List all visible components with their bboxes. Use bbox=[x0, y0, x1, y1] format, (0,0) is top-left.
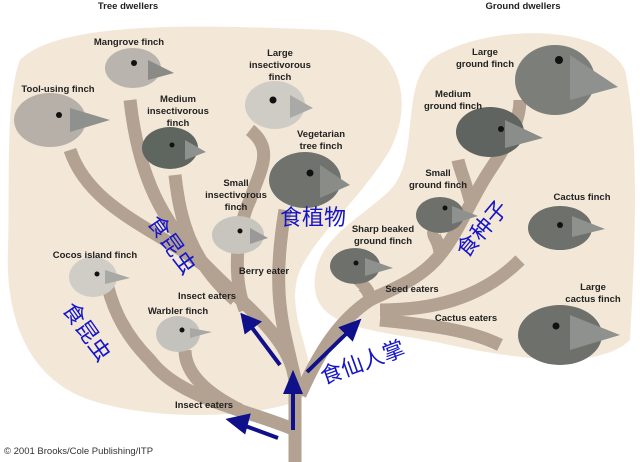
small-insectivorous-finch-head bbox=[212, 216, 268, 254]
label-warbler-finch: Warbler finch bbox=[147, 306, 209, 317]
medium-ground-finch-head bbox=[456, 107, 543, 157]
label-line: Medium bbox=[435, 89, 471, 100]
label-line: Sharp beaked bbox=[351, 224, 415, 235]
label-line: ground finch bbox=[408, 180, 468, 191]
label-line: Small bbox=[223, 178, 249, 189]
copyright-notice: © 2001 Brooks/Cole Publishing/ITP bbox=[4, 446, 154, 457]
label-cocos-island-finch: Cocos island finch bbox=[52, 250, 138, 261]
label-insect-eaters-upper: Insect eaters bbox=[177, 291, 237, 302]
label-line: Large bbox=[580, 282, 606, 293]
large-cactus-finch-head bbox=[518, 305, 620, 365]
label-tool-using-finch: Tool-using finch bbox=[21, 84, 95, 95]
label-line: Medium bbox=[160, 94, 196, 105]
cocos-island-finch-head bbox=[69, 257, 130, 297]
label-line: finch bbox=[224, 202, 248, 213]
tree-dwellers-region bbox=[7, 26, 402, 416]
mangrove-finch-head bbox=[105, 48, 174, 88]
vegetarian-tree-finch-head bbox=[269, 152, 350, 208]
label-mangrove-finch: Mangrove finch bbox=[93, 37, 165, 48]
label-line: insectivorous bbox=[147, 106, 209, 117]
label-line: ground finch bbox=[455, 59, 515, 70]
label-line: Large bbox=[267, 48, 293, 59]
label-line: tree finch bbox=[299, 141, 343, 152]
label-berry-eater: Berry eater bbox=[238, 266, 290, 277]
label-line: Large bbox=[472, 47, 498, 58]
sharp-beaked-ground-finch-head bbox=[330, 248, 393, 284]
label-line: cactus finch bbox=[565, 294, 621, 305]
finch-heads bbox=[14, 45, 620, 365]
ground-dwellers-title: Ground dwellers bbox=[485, 1, 561, 12]
label-insect-eaters-lower: Insect eaters bbox=[174, 400, 234, 411]
label-cactus-finch: Cactus finch bbox=[553, 192, 611, 203]
cactus-finch-head bbox=[528, 206, 605, 250]
tree-dwellers-title: Tree dwellers bbox=[97, 1, 159, 12]
large-insectivorous-finch-head bbox=[245, 81, 313, 129]
label-line: Small bbox=[425, 168, 451, 179]
label-line: insectivorous bbox=[205, 190, 267, 201]
label-line: Vegetarian bbox=[296, 129, 346, 140]
annotation-plants: 食植物 bbox=[280, 206, 347, 231]
small-ground-finch-head bbox=[416, 197, 478, 233]
warbler-finch-head bbox=[156, 316, 212, 352]
label-line: ground finch bbox=[423, 101, 483, 112]
medium-insectivorous-finch-head bbox=[142, 127, 206, 169]
label-cactus-eaters: Cactus eaters bbox=[434, 313, 498, 324]
label-line: finch bbox=[166, 118, 190, 129]
evolution-arrows bbox=[225, 312, 362, 440]
tool-using-finch-head bbox=[14, 93, 110, 147]
label-line: ground finch bbox=[353, 236, 413, 247]
label-seed-eaters: Seed eaters bbox=[385, 284, 439, 295]
label-line: insectivorous bbox=[249, 60, 311, 71]
label-line: finch bbox=[268, 72, 292, 83]
large-ground-finch-head bbox=[515, 45, 618, 115]
